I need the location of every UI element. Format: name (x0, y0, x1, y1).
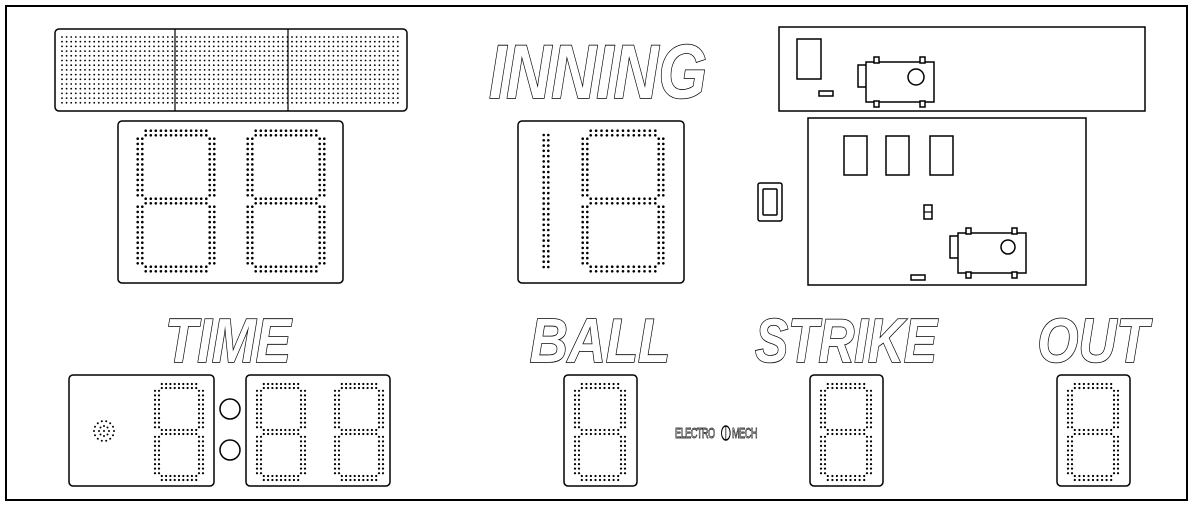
colon-dot-bottom (219, 439, 241, 461)
message-matrix-panel (54, 28, 408, 112)
out-label: OUT (1037, 307, 1153, 376)
count-digits (573, 382, 1120, 482)
equipment-panel-middle (807, 117, 1087, 286)
time-seconds-panel (245, 374, 391, 487)
ball-label: BALL (530, 307, 670, 376)
inning-label: INNING (489, 29, 707, 114)
brand-logo-text: ELECTRO (675, 425, 715, 442)
matrix-dots (61, 36, 399, 104)
selector-switch (757, 182, 783, 222)
strike-label: STRIKE (755, 306, 938, 376)
inning-digits (542, 129, 665, 273)
time-digits (153, 382, 385, 482)
inning-digits-panel (517, 120, 685, 284)
time-minutes-panel (68, 374, 215, 487)
brand-logo: ELECTRO MECH (675, 425, 758, 442)
equipment-panel-top (778, 26, 1146, 112)
score-digits-panel (117, 120, 344, 284)
horn-speaker-icon (93, 420, 115, 442)
colon-dot-top (219, 398, 241, 420)
time-label: TIME (165, 307, 292, 376)
brand-logo-suffix: MECH (732, 425, 757, 442)
score-digits (136, 129, 326, 273)
